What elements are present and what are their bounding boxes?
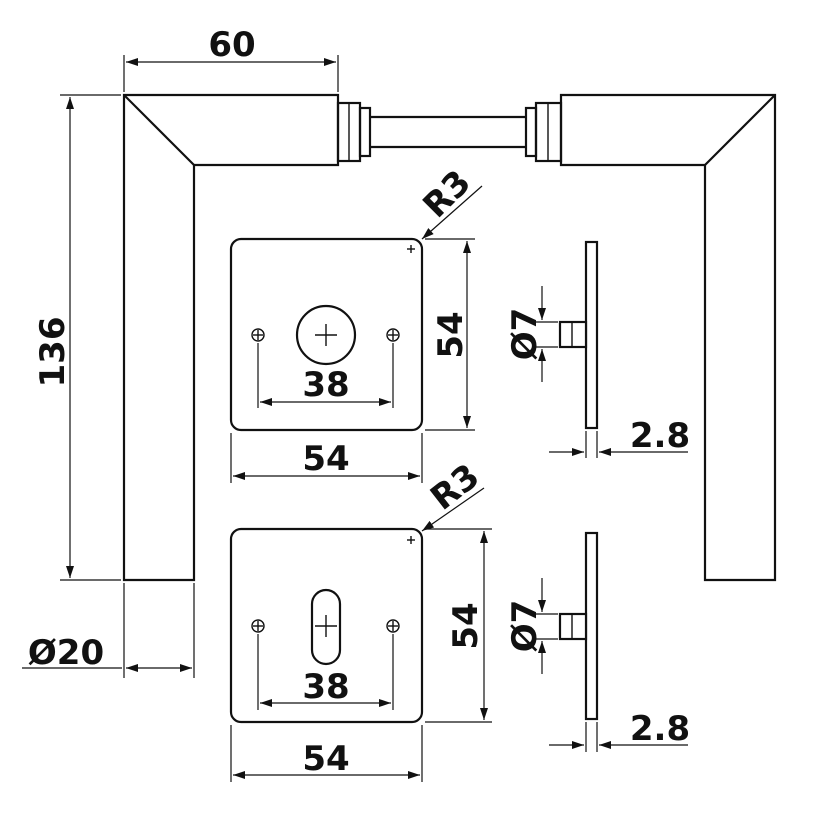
label-54-top-height: 54 xyxy=(431,311,471,358)
rose-top-profile xyxy=(558,240,599,430)
dimension-2-8-top: 2.8 xyxy=(549,416,690,458)
dimension-54-bottom-width: 54 xyxy=(230,725,423,782)
label-diameter-20: Ø20 xyxy=(28,633,104,673)
rose-top xyxy=(229,237,424,432)
dimension-136: 136 xyxy=(33,94,121,581)
rose-bottom xyxy=(229,527,424,724)
spindle xyxy=(370,115,526,149)
dimension-54-top-height: 54 xyxy=(425,238,475,431)
label-54-top-width: 54 xyxy=(302,439,349,479)
label-54-bottom-height: 54 xyxy=(446,602,486,649)
rose-bottom-profile xyxy=(558,531,599,721)
label-r3-bottom: R3 xyxy=(423,456,487,518)
right-handle xyxy=(559,93,777,582)
label-38-top: 38 xyxy=(302,365,349,405)
label-38-bottom: 38 xyxy=(302,667,349,707)
right-neck xyxy=(524,101,563,163)
dimension-38-bottom: 38 xyxy=(257,634,394,710)
screw-hole-right xyxy=(386,328,400,342)
dimension-diameter-7-bottom: Ø7 xyxy=(505,578,558,674)
left-neck xyxy=(336,101,372,163)
label-2-8-bottom: 2.8 xyxy=(630,709,690,749)
dimension-54-top-width: 54 xyxy=(230,433,423,483)
left-handle xyxy=(122,93,340,582)
screw-hole-left-bottom xyxy=(251,619,265,633)
screw-hole-left xyxy=(251,328,265,342)
label-2-8-top: 2.8 xyxy=(630,416,690,456)
label-136: 136 xyxy=(33,317,73,388)
label-r3-top: R3 xyxy=(415,162,479,226)
label-60: 60 xyxy=(208,25,255,65)
label-54-bottom-width: 54 xyxy=(302,739,349,779)
dimension-diameter-20: Ø20 xyxy=(22,583,195,678)
screw-hole-right-bottom xyxy=(386,619,400,633)
dimension-54-bottom-height: 54 xyxy=(425,528,492,723)
dimension-r3-top: R3 xyxy=(415,162,483,240)
label-diameter-7-top: Ø7 xyxy=(505,308,545,361)
dimension-38-top: 38 xyxy=(257,343,394,408)
dimension-60: 60 xyxy=(123,25,339,92)
label-diameter-7-bottom: Ø7 xyxy=(505,600,545,653)
dimension-r3-bottom: R3 xyxy=(421,456,487,532)
keyhole-slot xyxy=(310,588,342,666)
dimension-diameter-7-top: Ø7 xyxy=(505,286,558,382)
cylinder-hole-round xyxy=(295,304,357,366)
dimension-2-8-bottom: 2.8 xyxy=(549,709,690,752)
